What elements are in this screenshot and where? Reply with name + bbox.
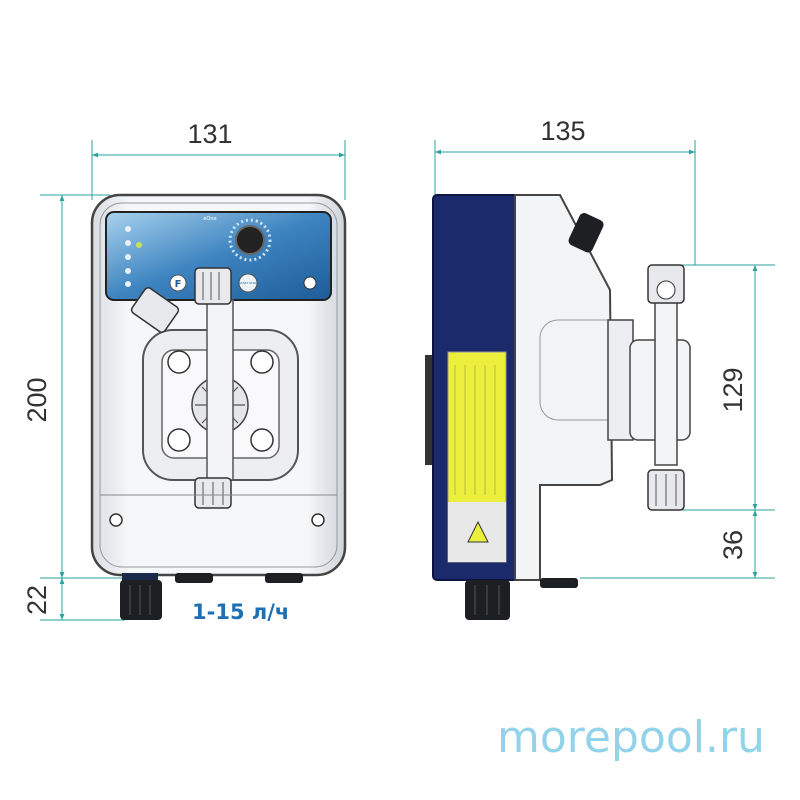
refresh-icon (303, 276, 317, 290)
screw-icon (311, 513, 325, 527)
bleed-valve (130, 287, 180, 333)
cable-gland (265, 573, 303, 583)
depth-label: 135 (540, 116, 585, 146)
cable-gland (120, 580, 162, 620)
foot-label: 22 (22, 585, 52, 615)
watermark: morepool.ru (497, 712, 765, 763)
height-label: 200 (22, 377, 52, 422)
panel-brand: eOne (203, 216, 216, 222)
led-indicators (125, 226, 142, 287)
function-button-glyph: F (175, 279, 182, 290)
screw-icon (109, 513, 123, 527)
cable-gland (175, 573, 213, 583)
start-stop-label: START STOP (239, 281, 257, 285)
warning-label-text-lines (454, 365, 496, 495)
wall-bracket (425, 355, 435, 465)
outlet-valve (194, 267, 232, 305)
knob-scale (228, 218, 272, 262)
pump-front-view: eOne F START STOP (90, 193, 347, 620)
front-height-dimension (40, 194, 125, 621)
head-height-label: 129 (718, 367, 748, 412)
cable-gland (540, 578, 578, 588)
flow-rate-knob[interactable] (235, 225, 265, 255)
side-height-dimension (580, 264, 775, 579)
knob-side (568, 213, 604, 253)
pump-side-view (425, 194, 691, 620)
start-stop-button[interactable] (238, 273, 258, 293)
bottom-offset-label: 36 (718, 530, 748, 560)
white-body-side (514, 194, 614, 581)
flow-rate-label: 1-15 л/ч (192, 600, 289, 624)
side-depth-dimension (434, 140, 696, 265)
function-button[interactable] (169, 274, 187, 292)
front-width-dimension (91, 140, 346, 200)
electric-hazard-icon (467, 520, 489, 543)
width-label: 131 (187, 119, 232, 149)
head-bolts (167, 350, 274, 452)
